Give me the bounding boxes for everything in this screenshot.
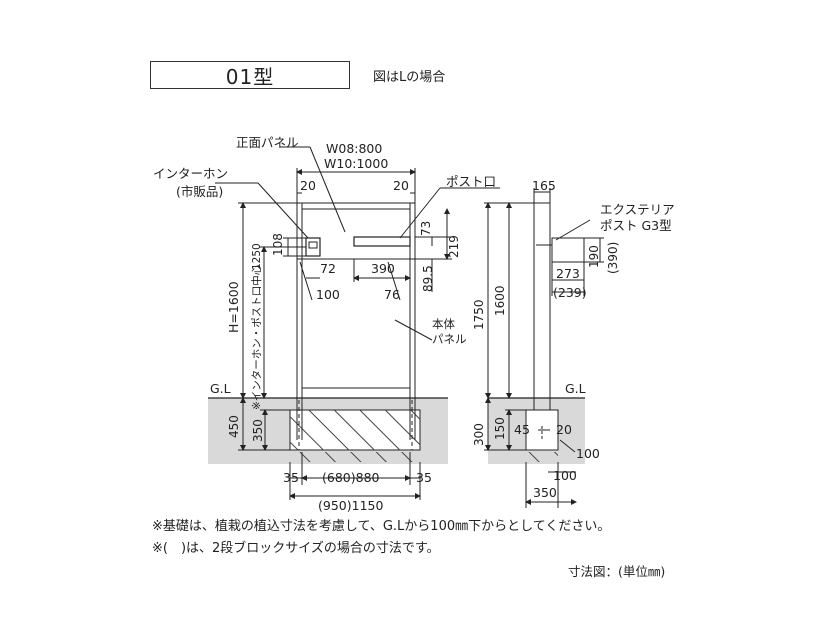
type-title-box: 01型 [150, 61, 350, 89]
dim-300: 300 [472, 423, 486, 446]
dim-880: (680)880 [322, 470, 380, 485]
dim-top-right: 20 [393, 178, 409, 193]
dim-350-front: 350 [251, 419, 265, 442]
dim-1750: 1750 [472, 299, 486, 330]
drawing-subtitle: 図はLの場合 [373, 70, 446, 85]
post-slot [353, 236, 411, 247]
dim-108: 108 [271, 233, 285, 256]
type-title: 01型 [225, 64, 275, 89]
dim-390: 390 [371, 261, 395, 276]
post-slot-label: ポスト口 [446, 174, 496, 189]
side-post [533, 202, 551, 399]
height-label: H=1600 [226, 281, 241, 333]
post-label-1: エクステリア [600, 202, 675, 217]
intercom-note: (市販品) [176, 184, 223, 199]
note-paren: ※( )は、2段ブロックサイズの場合の寸法です。 [152, 541, 440, 556]
dim-35-left: 35 [283, 470, 299, 485]
front-foundation-hatch [290, 410, 420, 450]
dim-89-5: 89.5 [421, 265, 435, 292]
dim-45: 45 [514, 422, 530, 437]
dim-20-side: 20 [556, 422, 572, 437]
dim-190: 190 [587, 245, 601, 268]
side-view [484, 188, 604, 508]
panel-label: 正面パネル [236, 135, 299, 150]
body-panel-label-1: 本体 [432, 317, 455, 331]
body-panel-label-2: パネル [432, 332, 467, 346]
dim-100: 100 [316, 287, 340, 302]
dim-1600-side: 1600 [493, 285, 507, 316]
dim-100-right: 100 [576, 446, 600, 461]
front-view-labels: 正面パネル W08:800 W10:1000 インターホン (市販品) 20 2… [153, 135, 496, 513]
dim-450: 450 [227, 415, 241, 438]
dim-239: (239) [553, 285, 587, 300]
unit-note: 寸法図：(単位㎜) [568, 564, 666, 579]
front-gl-label: G.L [210, 381, 231, 396]
dim-273: 273 [556, 266, 580, 281]
dim-top-left: 20 [300, 178, 316, 193]
post-label-2: ポスト G3型 [600, 218, 672, 233]
note-foundation: ※基礎は、植栽の植込寸法を考慮して、G.Lから100㎜下からとしてください。 [152, 519, 611, 534]
side-lower-strip [526, 452, 558, 462]
side-mailbox [551, 237, 585, 263]
front-lower-strip [290, 452, 420, 462]
dim-73: 73 [419, 221, 433, 236]
dim-100-bottom: 100 [553, 468, 577, 483]
dim-150: 150 [493, 417, 507, 440]
side-gl-label: G.L [565, 381, 586, 396]
intercom-center-value: 1250 [251, 243, 263, 270]
width-w08: W08:800 [326, 141, 382, 156]
dim-1150: (950)1150 [318, 498, 383, 513]
dim-350-side: 350 [533, 485, 557, 500]
intercom-label: インターホン [153, 166, 228, 181]
dim-76: 76 [384, 287, 400, 302]
dim-35-right: 35 [416, 470, 432, 485]
dim-165: 165 [532, 178, 556, 193]
dim-219: 219 [447, 235, 461, 258]
dim-390-paren: (390) [606, 242, 620, 274]
front-view [208, 146, 500, 500]
intercom-center-label: ※インターホン・ポスト口中心 [250, 264, 263, 410]
dim-72: 72 [320, 261, 336, 276]
side-view-labels: 165 エクステリア ポスト G3型 190 (390) 273 (239) 1… [472, 178, 675, 500]
width-w10: W10:1000 [324, 156, 388, 171]
intercom-box [305, 237, 321, 257]
front-top-panel [296, 202, 416, 260]
